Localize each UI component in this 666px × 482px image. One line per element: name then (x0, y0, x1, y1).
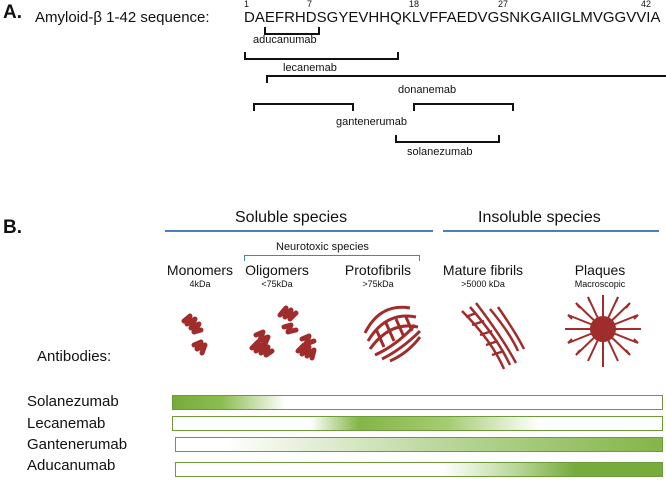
species-oligomers-size: <75kDa (261, 279, 293, 289)
solanezumab-label: solanezumab (407, 146, 473, 158)
species-plaques-size: Macroscopic (574, 279, 626, 289)
protofibrils-icon (363, 305, 422, 363)
bar-label-lecanemab: Lecanemab (27, 415, 106, 432)
aducanumab-label: aducanumab (253, 34, 317, 46)
bar-label-aducanumab: Aducanumab (27, 457, 116, 474)
aducanumab-bracket (264, 27, 320, 35)
gantenerumab-bracket-n (253, 103, 354, 111)
oligomers-icon (249, 305, 317, 361)
position-18: 18 (409, 0, 420, 9)
species-mature-fibrils: Mature fibrils (442, 262, 524, 278)
insoluble-line (443, 230, 659, 232)
amyloid-sequence: DAEFRHDSGYEVHHQKLVFFAEDVGSNKGAIIGLMVGGVV… (244, 9, 661, 26)
position-7: 7 (307, 0, 313, 9)
species-oligomers: Oligomers (245, 262, 309, 278)
mature-fibrils-icon (461, 302, 526, 370)
position-1: 1 (244, 0, 250, 9)
species-mature-fibrils-size: >5000 kDa (461, 279, 505, 289)
panel-b-letter: B. (3, 217, 22, 238)
aducanumab-bar (175, 462, 663, 477)
species-plaques: Plaques (574, 262, 626, 278)
donanemab-bracket (266, 75, 666, 83)
monomer-icon (181, 313, 208, 356)
position-27: 27 (498, 0, 509, 9)
species-protofibrils: Protofibrils (344, 262, 412, 278)
neurotoxic-heading: Neurotoxic species (276, 241, 369, 253)
lecanemab-bar (172, 416, 663, 431)
bar-label-solanezumab: Solanezumab (27, 393, 119, 410)
solanezumab-bracket (395, 135, 500, 143)
antibodies-label: Antibodies: (37, 348, 112, 365)
sequence-label: Amyloid-β 1-42 sequence: (35, 9, 210, 26)
species-illustrations (181, 295, 641, 370)
species-protofibrils-size: >75kDa (362, 279, 394, 289)
position-42: 42 (641, 0, 652, 9)
species-monomers-size: 4kDa (189, 279, 211, 289)
insoluble-species-heading: Insoluble species (478, 209, 601, 226)
soluble-species-heading: Soluble species (235, 209, 348, 226)
plaque-icon (565, 295, 641, 367)
panel-a-letter: A. (3, 2, 22, 23)
donanemab-label: donanemab (398, 84, 457, 96)
solanezumab-bar (172, 395, 663, 410)
neurotoxic-bracket (244, 255, 420, 261)
bar-label-gantenerumab: Gantenerumab (27, 436, 128, 453)
soluble-line (165, 230, 433, 232)
species-monomers: Monomers (166, 262, 234, 278)
gantenerumab-bracket-c (413, 103, 514, 111)
lecanemab-bracket (244, 52, 399, 60)
lecanemab-label: lecanemab (283, 62, 337, 74)
gantenerumab-label: gantenerumab (336, 116, 407, 128)
gantenerumab-bar (175, 437, 663, 452)
